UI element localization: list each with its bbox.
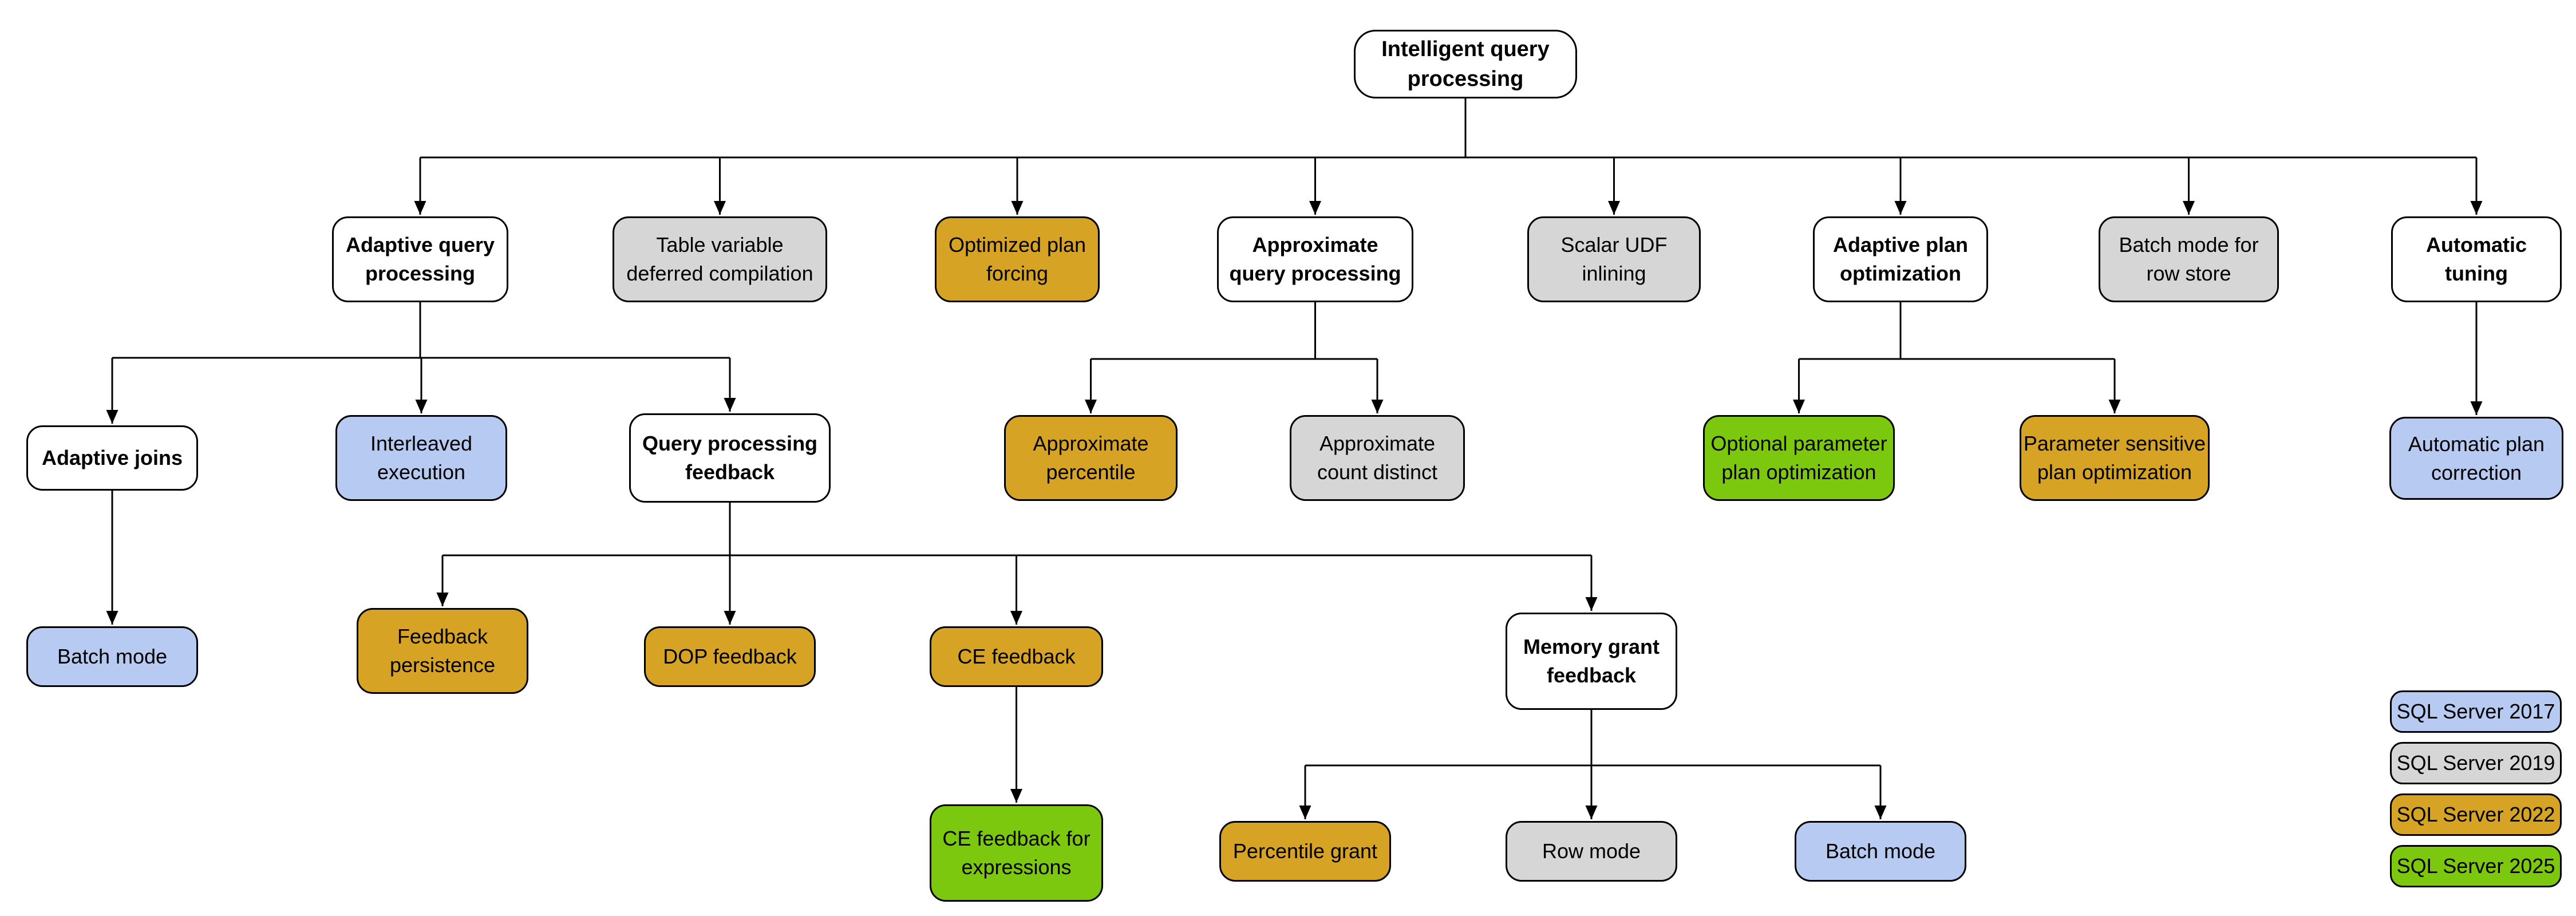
node-label: Optimized plan forcing bbox=[948, 233, 1086, 285]
batch-mode-memory-grant-node: Batch mode bbox=[1795, 821, 1966, 882]
approximate-percentile-node: Approximate percentile bbox=[1004, 415, 1178, 501]
node-label: CE feedback for expressions bbox=[942, 827, 1091, 879]
node-label: Adaptive query processing bbox=[345, 233, 495, 285]
node-label: Feedback persistence bbox=[389, 625, 496, 677]
batch-mode-adaptive-joins-node: Batch mode bbox=[26, 626, 198, 687]
legend-label: SQL Server 2017 bbox=[2396, 700, 2555, 723]
node-label: Adaptive joins bbox=[41, 446, 183, 470]
legend-item-sql-server-2019: SQL Server 2019 bbox=[2390, 742, 2562, 784]
automatic-plan-correction-node: Automatic plan correction bbox=[2389, 417, 2563, 500]
percentile-grant-node: Percentile grant bbox=[1219, 821, 1391, 882]
scalar-udf-inlining-node: Scalar UDF inlining bbox=[1527, 216, 1701, 302]
legend-item-sql-server-2022: SQL Server 2022 bbox=[2390, 793, 2562, 836]
node-label: Adaptive plan optimization bbox=[1832, 233, 1969, 285]
node-label: Parameter sensitive plan optimization bbox=[2023, 432, 2206, 484]
node-label: Optional parameter plan optimization bbox=[1710, 432, 1887, 484]
node-label: Percentile grant bbox=[1232, 839, 1378, 863]
node-label: Table variable deferred compilation bbox=[626, 233, 813, 285]
ce-feedback-node: CE feedback bbox=[930, 626, 1103, 687]
node-label: Memory grant feedback bbox=[1523, 635, 1660, 687]
ce-feedback-for-expressions-node: CE feedback for expressions bbox=[930, 804, 1103, 902]
legend-item-sql-server-2025: SQL Server 2025 bbox=[2390, 845, 2562, 887]
table-variable-deferred-compilation-node: Table variable deferred compilation bbox=[613, 216, 827, 302]
node-label: Interleaved execution bbox=[370, 432, 473, 484]
adaptive-joins-node: Adaptive joins bbox=[26, 425, 198, 491]
node-label: Approximate percentile bbox=[1033, 432, 1149, 484]
node-label: CE feedback bbox=[957, 645, 1076, 669]
node-label: Batch mode bbox=[57, 645, 168, 669]
node-label: DOP feedback bbox=[663, 645, 797, 669]
node-label: Row mode bbox=[1542, 839, 1641, 863]
memory-grant-feedback-node: Memory grant feedback bbox=[1506, 613, 1677, 710]
interleaved-execution-node: Interleaved execution bbox=[335, 415, 507, 501]
approximate-count-distinct-node: Approximate count distinct bbox=[1290, 415, 1465, 501]
node-label: Automatic plan correction bbox=[2408, 432, 2545, 484]
batch-mode-for-row-store-node: Batch mode for row store bbox=[2099, 216, 2279, 302]
node-label: Intelligent query processing bbox=[1381, 37, 1550, 91]
query-processing-feedback-node: Query processing feedback bbox=[629, 413, 831, 503]
legend-label: SQL Server 2019 bbox=[2396, 751, 2555, 775]
feedback-persistence-node: Feedback persistence bbox=[357, 608, 528, 694]
optional-parameter-plan-optimization-node: Optional parameter plan optimization bbox=[1703, 415, 1895, 501]
row-mode-node: Row mode bbox=[1506, 821, 1677, 882]
node-label: Approximate query processing bbox=[1229, 233, 1401, 285]
legend-label: SQL Server 2025 bbox=[2396, 854, 2555, 878]
legend-item-sql-server-2017: SQL Server 2017 bbox=[2390, 690, 2562, 733]
node-label: Query processing feedback bbox=[642, 432, 818, 484]
legend-label: SQL Server 2022 bbox=[2396, 803, 2555, 826]
adaptive-plan-optimization-node: Adaptive plan optimization bbox=[1813, 216, 1988, 302]
node-label: Automatic tuning bbox=[2425, 233, 2527, 285]
node-label: Batch mode bbox=[1825, 839, 1936, 863]
node-label: Approximate count distinct bbox=[1317, 432, 1438, 484]
node-label: Batch mode for row store bbox=[2119, 233, 2259, 285]
automatic-tuning-node: Automatic tuning bbox=[2391, 216, 2562, 302]
dop-feedback-node: DOP feedback bbox=[644, 626, 816, 687]
optimized-plan-forcing-node: Optimized plan forcing bbox=[935, 216, 1100, 302]
adaptive-query-processing-node: Adaptive query processing bbox=[332, 216, 508, 302]
approximate-query-processing-node: Approximate query processing bbox=[1217, 216, 1413, 302]
intelligent-query-processing-node: Intelligent query processing bbox=[1354, 30, 1577, 98]
node-label: Scalar UDF inlining bbox=[1560, 233, 1668, 285]
parameter-sensitive-plan-optimization-node: Parameter sensitive plan optimization bbox=[2020, 415, 2210, 501]
